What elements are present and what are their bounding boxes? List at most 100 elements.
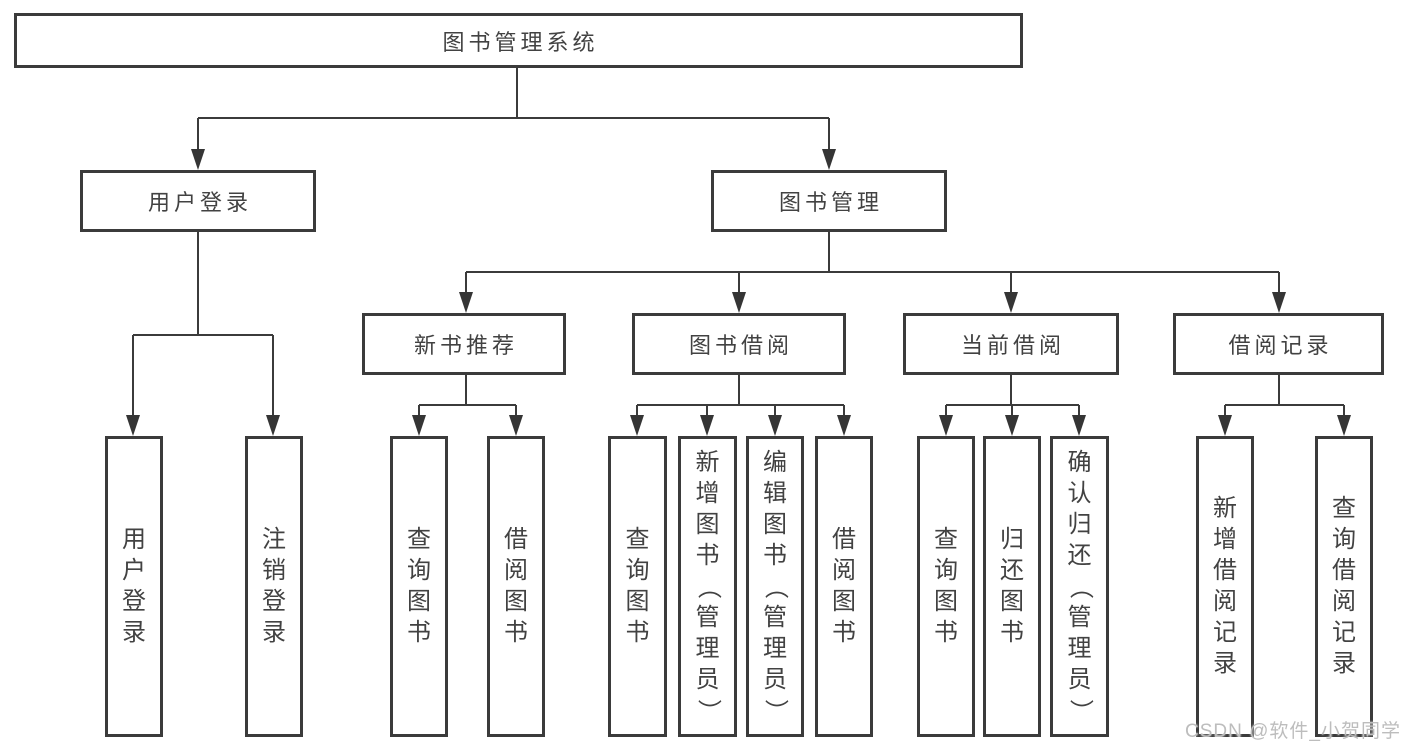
leaf-edit-books-admin: 编辑图书（管理员） <box>746 436 804 737</box>
vertical-label-char: 增 <box>695 479 720 507</box>
vertical-label-char: 录 <box>122 619 146 646</box>
vertical-label-char: 编 <box>763 448 787 476</box>
arrowhead <box>732 292 746 313</box>
leaf-confirm-return-admin: 确认归还（管理员） <box>1050 436 1109 737</box>
leaf-query-books-current: 查询图书 <box>917 436 975 737</box>
vertical-label-char: 阅 <box>504 557 528 584</box>
leaf-add-books-admin: 新增图书（管理员） <box>678 436 737 737</box>
vertical-label-char: 书 <box>1000 619 1024 646</box>
arrowhead <box>266 415 280 436</box>
vertical-label-char: 登 <box>262 588 286 615</box>
vertical-label-char: 管 <box>1067 603 1092 631</box>
vertical-label-char: （ <box>762 574 789 599</box>
vertical-label-char: 借 <box>832 526 856 553</box>
vertical-label-char: 辑 <box>763 479 787 507</box>
vertical-label-char: 管 <box>763 603 787 631</box>
vertical-label-char: 询 <box>934 557 958 584</box>
node-library-management-system: 图书管理系统 <box>14 13 1023 68</box>
vertical-label-char: 查 <box>625 526 650 553</box>
vertical-label-char: 查 <box>934 526 958 553</box>
vertical-label-char: （ <box>1066 574 1094 599</box>
vertical-label-char: 阅 <box>832 557 856 584</box>
vertical-label-char: 新 <box>1213 495 1237 522</box>
vertical-label-char: 书 <box>832 619 856 646</box>
vertical-label-char: 销 <box>262 557 286 584</box>
vertical-label-char: 归 <box>1000 526 1024 553</box>
vertical-label-char: 书 <box>504 619 528 646</box>
vertical-label-char: 录 <box>262 619 286 646</box>
leaf-user-login: 用户登录 <box>105 436 163 737</box>
vertical-label-char: 录 <box>1332 650 1356 677</box>
leaf-logout: 注销登录 <box>245 436 303 737</box>
vertical-label-char: 录 <box>1213 650 1237 677</box>
arrowhead <box>837 415 851 436</box>
vertical-label-char: 借 <box>1213 557 1237 584</box>
arrowhead <box>1218 415 1232 436</box>
arrowhead <box>1272 292 1286 313</box>
vertical-label-char: 书 <box>934 619 958 646</box>
vertical-label-char: 归 <box>1067 510 1092 538</box>
vertical-label-char: 图 <box>934 588 958 615</box>
arrowhead <box>630 415 644 436</box>
vertical-label-char: 书 <box>763 541 787 569</box>
arrowhead <box>1337 415 1351 436</box>
vertical-label-char: ） <box>1066 698 1094 723</box>
watermark: CSDN @软件_小贺同学 <box>1185 721 1401 742</box>
vertical-label-char: 借 <box>1332 557 1356 584</box>
vertical-label-char: 员 <box>695 665 720 693</box>
vertical-label-char: 用 <box>122 526 146 553</box>
leaf-return-books: 归还图书 <box>983 436 1041 737</box>
node-user-login: 用户登录 <box>80 170 316 232</box>
vertical-label-char: 管 <box>695 603 720 631</box>
node-new-book-recommendation: 新书推荐 <box>362 313 566 375</box>
vertical-label-char: 图 <box>763 510 787 538</box>
arrowheads <box>126 149 1351 436</box>
vertical-label-char: 查 <box>1332 495 1356 522</box>
arrowhead <box>822 149 836 170</box>
vertical-label-char: 图 <box>832 588 856 615</box>
vertical-label-char: 增 <box>1213 526 1237 553</box>
vertical-label-char: 阅 <box>1332 588 1356 615</box>
vertical-label-char: 确 <box>1067 448 1092 476</box>
arrowhead <box>939 415 953 436</box>
arrowhead <box>459 292 473 313</box>
node-book-borrowing: 图书借阅 <box>632 313 846 375</box>
arrowhead <box>126 415 140 436</box>
node-current-borrowing: 当前借阅 <box>903 313 1119 375</box>
arrowhead <box>509 415 523 436</box>
leaf-query-borrow-record: 查询借阅记录 <box>1315 436 1373 737</box>
arrowhead <box>191 149 205 170</box>
vertical-label-char: 图 <box>625 588 650 615</box>
leaf-add-borrow-record: 新增借阅记录 <box>1196 436 1254 737</box>
leaf-query-books-borrow: 查询图书 <box>608 436 667 737</box>
vertical-label-char: 询 <box>625 557 650 584</box>
vertical-label-char: 查 <box>407 526 431 553</box>
vertical-label-char: 书 <box>407 619 431 646</box>
vertical-label-char: 书 <box>625 619 650 646</box>
vertical-label-char: 新 <box>695 448 720 476</box>
vertical-label-char: 记 <box>1213 619 1237 646</box>
node-borrowing-records: 借阅记录 <box>1173 313 1384 375</box>
vertical-label-char: 图 <box>1000 588 1024 615</box>
vertical-label-char: 询 <box>1332 526 1356 553</box>
vertical-label-char: 还 <box>1067 541 1092 569</box>
vertical-label-char: 理 <box>1067 634 1092 662</box>
vertical-label-char: 图 <box>695 510 720 538</box>
vertical-label-char: 阅 <box>1213 588 1237 615</box>
vertical-label-char: 书 <box>695 541 720 569</box>
tree-lines <box>132 68 1345 416</box>
leaf-borrow-books-recommend: 借阅图书 <box>487 436 545 737</box>
arrowhead <box>412 415 426 436</box>
arrowhead <box>1004 292 1018 313</box>
arrowhead <box>768 415 782 436</box>
vertical-label-char: 理 <box>763 634 787 662</box>
vertical-label-char: 图 <box>504 588 528 615</box>
vertical-label-char: 理 <box>695 634 720 662</box>
vertical-label-char: 记 <box>1332 619 1356 646</box>
arrowhead <box>1072 415 1086 436</box>
arrowhead <box>1005 415 1019 436</box>
vertical-label-char: ） <box>694 698 722 723</box>
vertical-label-char: 图 <box>407 588 431 615</box>
